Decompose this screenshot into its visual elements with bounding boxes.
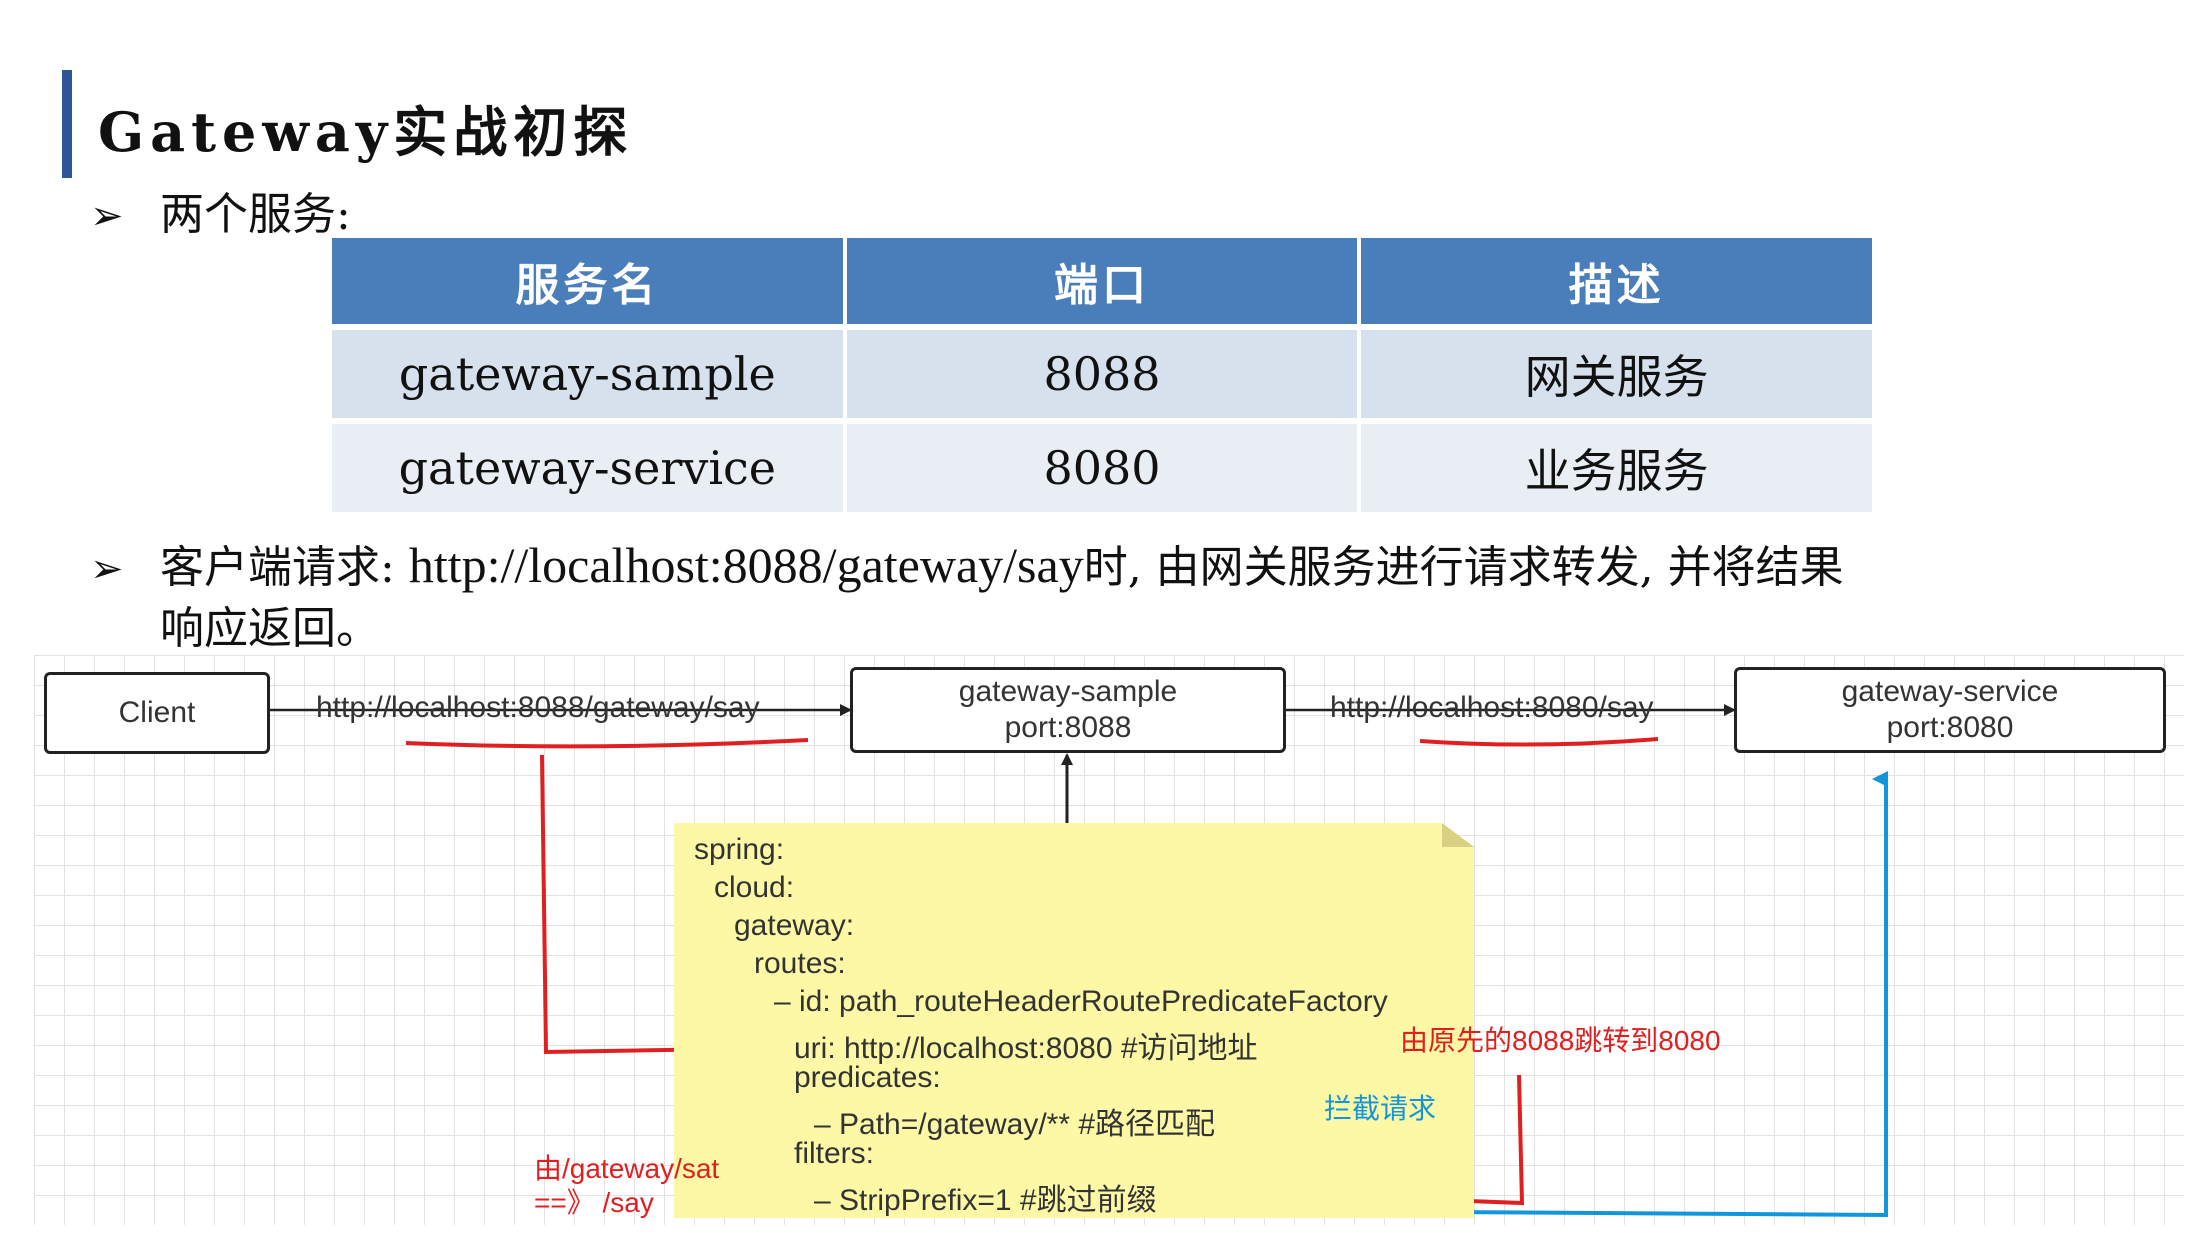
cell-service-name: gateway-service bbox=[332, 424, 843, 512]
bullet-two-services: ➢ 两个服务: bbox=[90, 178, 351, 242]
cell-description: 业务服务 bbox=[1361, 424, 1872, 512]
code-line: – StripPrefix=1 #跳过前缀 bbox=[814, 1184, 1157, 1217]
bullet-arrow-icon: ➢ bbox=[90, 193, 124, 239]
code-line: – Path=/gateway/** #路径匹配 bbox=[814, 1108, 1216, 1141]
edge-label-forward: http://localhost:8080/say bbox=[1330, 691, 1654, 724]
request-url: http://localhost:8088/gateway/say bbox=[408, 537, 1084, 593]
page-title: Gateway实战初探 bbox=[98, 100, 634, 164]
annotation-strip-line2: ==》 /say bbox=[534, 1187, 654, 1218]
bullet-text: 两个服务: bbox=[160, 189, 351, 240]
client-node: Client bbox=[44, 672, 270, 754]
cell-port: 8088 bbox=[846, 330, 1358, 418]
annotation-intercept: 拦截请求 bbox=[1324, 1093, 1437, 1124]
cell-port: 8080 bbox=[846, 424, 1358, 512]
client-label: Client bbox=[118, 696, 196, 729]
code-line: cloud: bbox=[714, 871, 795, 904]
table-row: gateway-sample 8088 网关服务 bbox=[332, 330, 1872, 418]
edge-label-request: http://localhost:8088/gateway/say bbox=[316, 691, 760, 724]
request-prefix: 客户端请求: bbox=[160, 542, 409, 593]
bullet-arrow-icon: ➢ bbox=[90, 546, 124, 592]
services-table: 服务名 端口 描述 gateway-sample 8088 网关服务 gatew… bbox=[328, 232, 1876, 518]
header-port: 端口 bbox=[846, 238, 1358, 324]
header-service-name: 服务名 bbox=[332, 238, 843, 324]
code-line: filters: bbox=[794, 1137, 875, 1170]
annotation-redirect: 由原先的8088跳转到8080 bbox=[1400, 1025, 1721, 1056]
annotation-strip-line1: 由/gateway/sat bbox=[534, 1153, 720, 1184]
cell-description: 网关服务 bbox=[1361, 330, 1872, 418]
code-line: spring: bbox=[694, 833, 785, 866]
header-description: 描述 bbox=[1361, 238, 1872, 324]
code-line: predicates: bbox=[794, 1061, 941, 1094]
code-line: uri: http://localhost:8080 #访问地址 bbox=[794, 1032, 1258, 1065]
request-suffix: 时, 由网关服务进行请求转发, 并将结果 bbox=[1083, 542, 1844, 593]
underline-request-url bbox=[405, 738, 809, 749]
table-row: gateway-service 8080 业务服务 bbox=[332, 424, 1872, 512]
gateway-sample-name: gateway-sample bbox=[958, 675, 1178, 708]
request-continuation: 响应返回。 bbox=[160, 603, 380, 654]
code-line: – id: path_routeHeaderRoutePredicateFact… bbox=[774, 985, 1388, 1018]
table-header-row: 服务名 端口 描述 bbox=[332, 238, 1872, 324]
config-note bbox=[674, 823, 1474, 1218]
cell-service-name: gateway-sample bbox=[332, 330, 843, 418]
code-line: routes: bbox=[754, 947, 846, 980]
gateway-service-name: gateway-service bbox=[1841, 675, 2059, 708]
bullet-client-request: ➢ 客户端请求: http://localhost:8088/gateway/sa… bbox=[90, 535, 2150, 659]
title-accent-bar bbox=[62, 70, 72, 178]
gateway-sample-port: port:8088 bbox=[1004, 711, 1132, 744]
gateway-flow-diagram: Client http://localhost:8088/gateway/say… bbox=[34, 655, 2184, 1225]
gateway-sample-node: gateway-sample port:8088 bbox=[850, 667, 1286, 753]
code-line: gateway: bbox=[734, 909, 855, 942]
gateway-service-node: gateway-service port:8080 bbox=[1734, 667, 2166, 753]
underline-forward-url bbox=[1419, 737, 1659, 747]
gateway-service-port: port:8080 bbox=[1886, 711, 2014, 744]
